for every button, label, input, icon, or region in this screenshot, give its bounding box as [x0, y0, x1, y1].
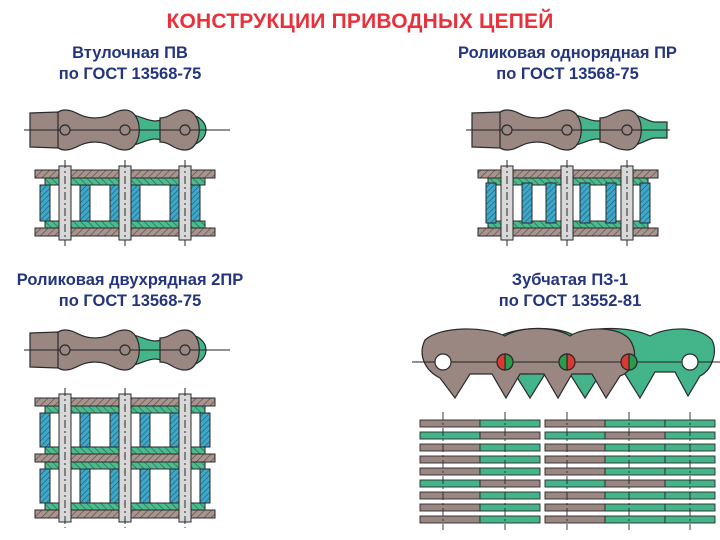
toothed-chain-side-view	[412, 327, 720, 400]
single-roller-chain-name: Роликовая однорядная ПР	[458, 44, 677, 62]
bushing-chain-name: Втулочная ПВ	[72, 44, 188, 62]
double-roller-chain-top-view	[34, 388, 216, 528]
page-title: КОНСТРУКЦИИ ПРИВОДНЫХ ЦЕПЕЙ	[166, 10, 554, 33]
caption-single-roller-chain: Роликовая однорядная ПР по ГОСТ 13568-75	[430, 43, 705, 85]
double-roller-chain-name: Роликовая двухрядная 2ПР	[16, 271, 244, 289]
single-roller-chain-top-view	[477, 160, 659, 246]
caption-toothed-chain: Зубчатая ПЗ-1 по ГОСТ 13552-81	[430, 270, 710, 312]
toothed-chain-name: Зубчатая ПЗ-1	[511, 271, 629, 289]
caption-double-roller-chain: Роликовая двухрядная 2ПР по ГОСТ 13568-7…	[0, 270, 260, 312]
plate-stack	[419, 419, 716, 524]
single-roller-chain-standard: по ГОСТ 13568-75	[496, 65, 639, 83]
single-roller-chain-side-view	[466, 109, 670, 151]
bushing-chain-top-view	[34, 160, 216, 246]
bushing-chain-side-view	[24, 109, 230, 151]
toothed-chain-standard: по ГОСТ 13552-81	[498, 292, 642, 310]
toothed-plate-gray	[421, 327, 635, 400]
caption-bushing-chain: Втулочная ПВ по ГОСТ 13568-75	[0, 43, 260, 85]
double-roller-chain-standard: по ГОСТ 13568-75	[58, 292, 202, 310]
double-roller-chain-side-view	[24, 329, 230, 371]
bushing-chain-standard: по ГОСТ 13568-75	[58, 65, 202, 83]
toothed-chain-top-view	[419, 412, 716, 530]
